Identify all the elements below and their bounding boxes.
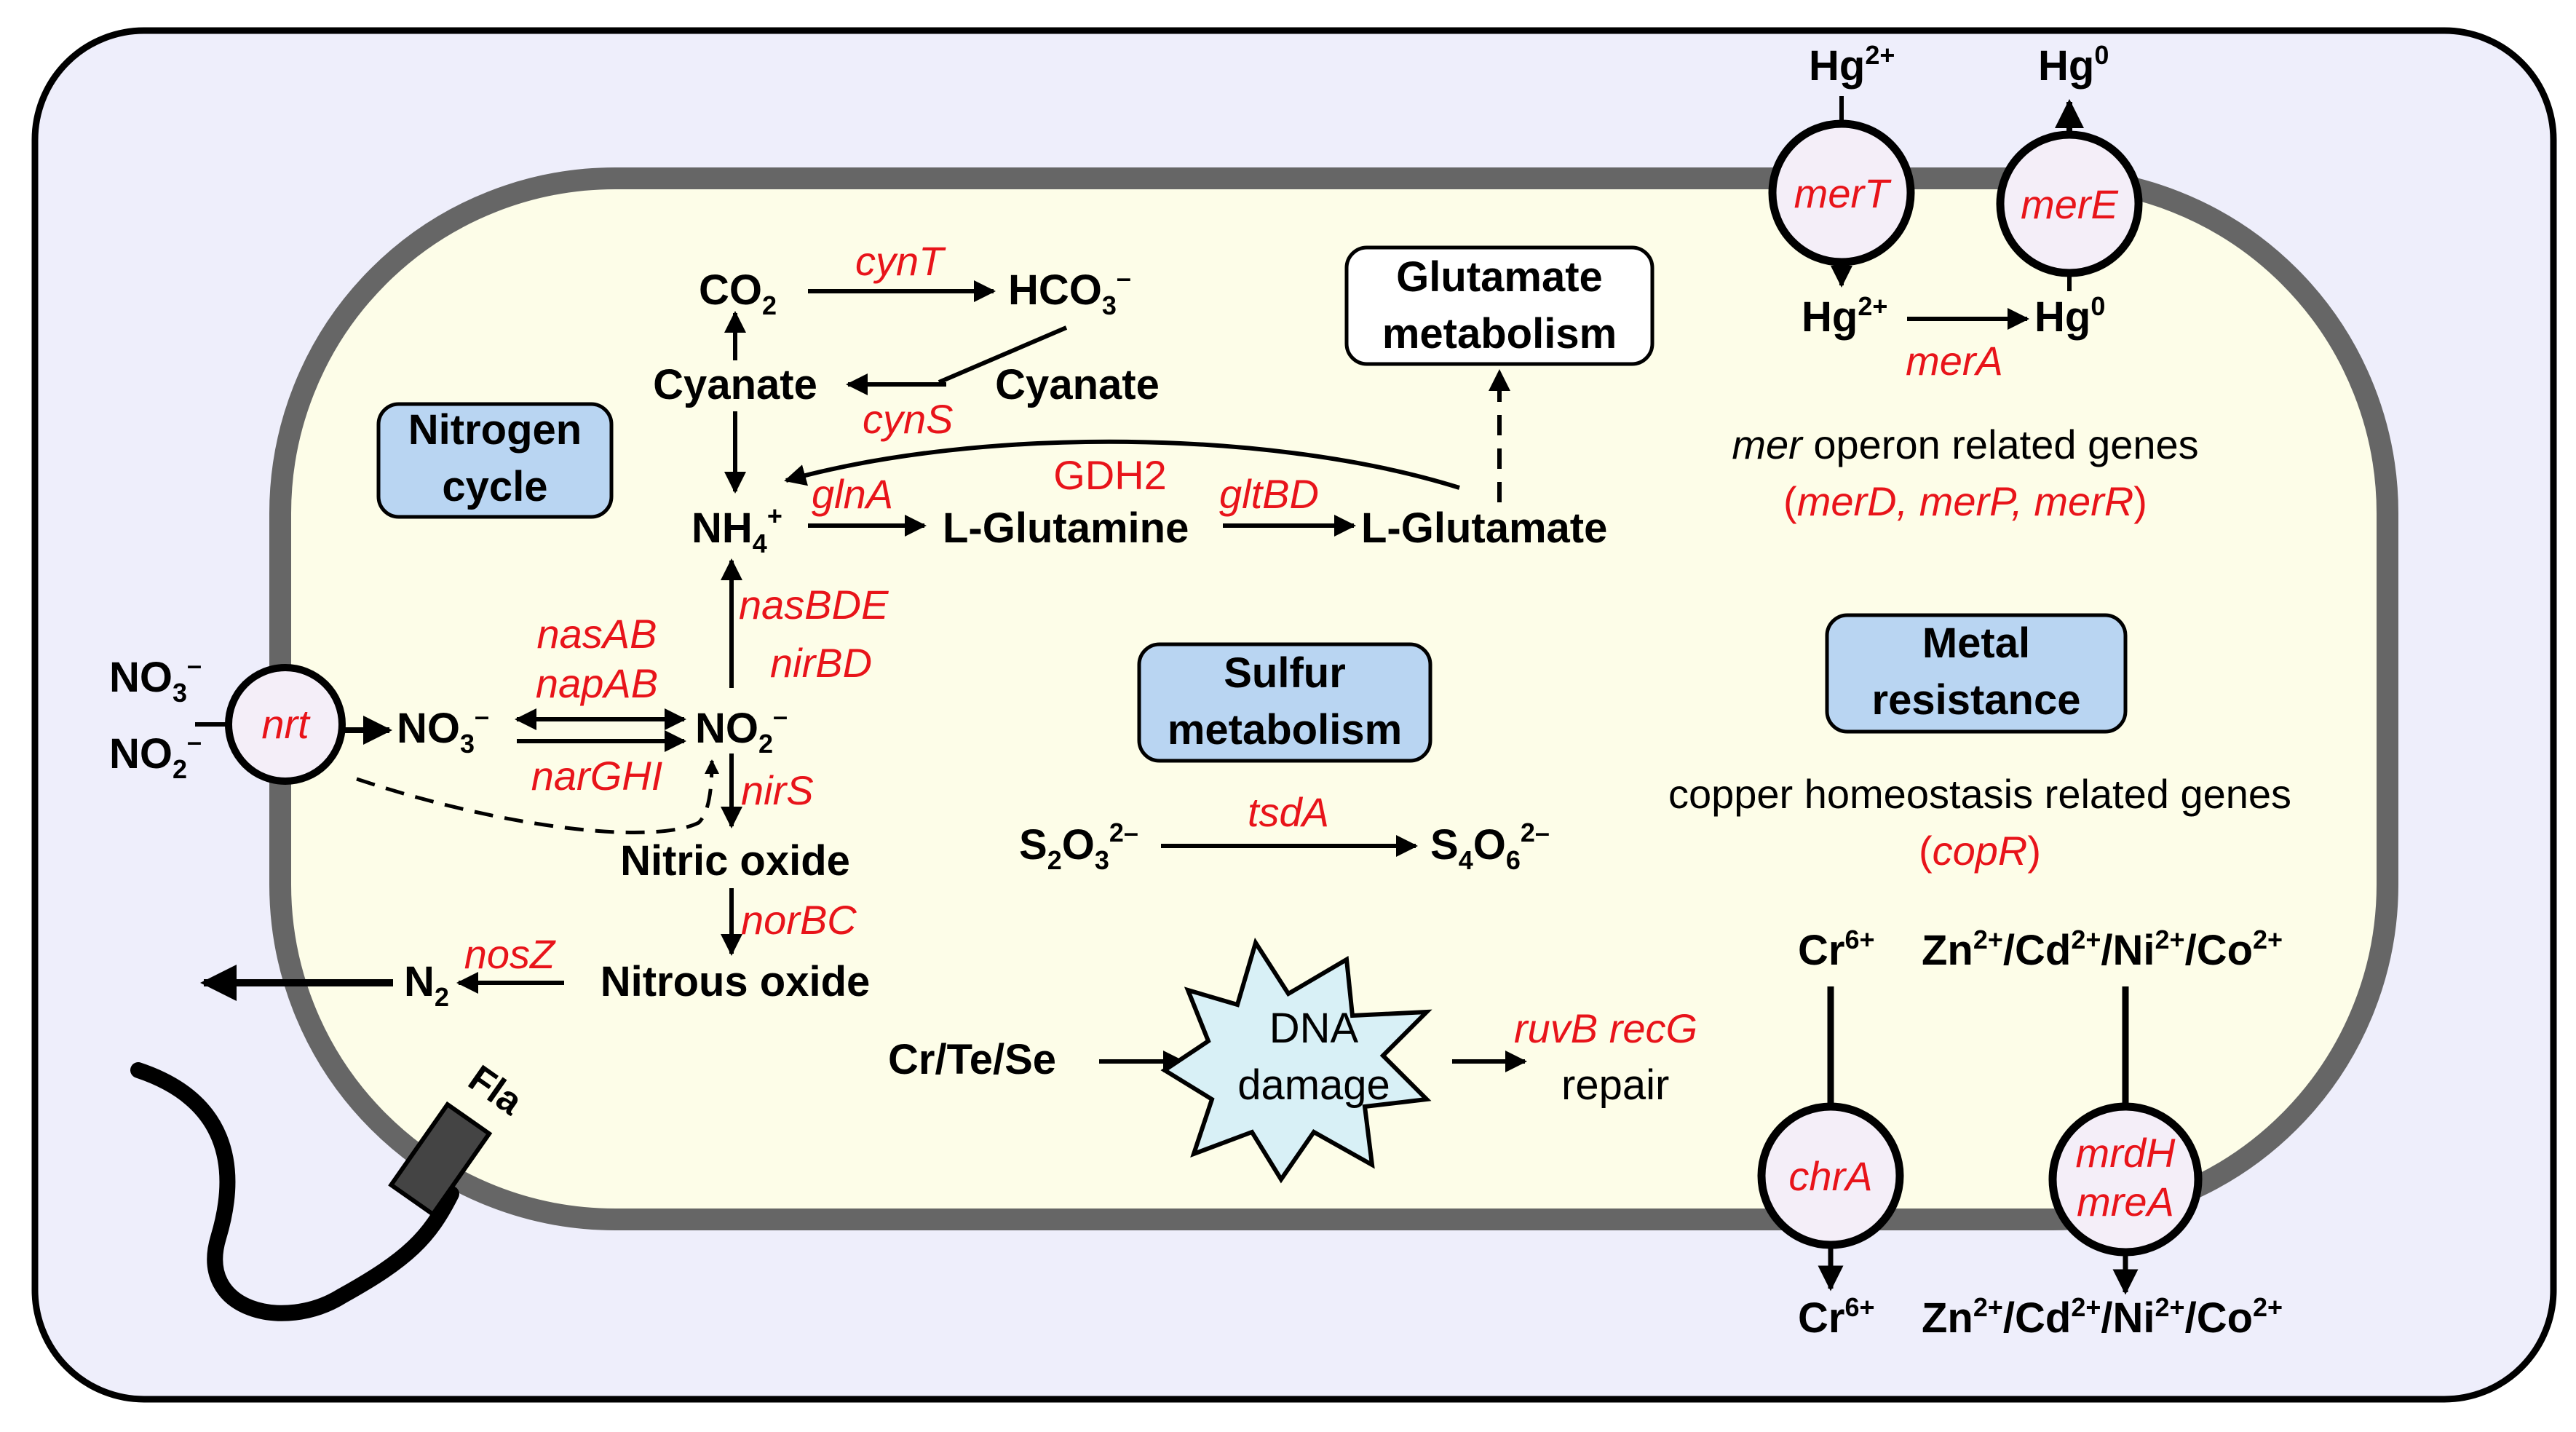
gene-narGHI: narGHI [531,753,663,799]
gene-merT: merT [1794,170,1892,216]
gene-norBC: norBC [741,897,857,943]
category-glutamate-metabolism: Glutamate metabolism [1344,245,1654,366]
l-glutamine-label: L-Glutamine [943,505,1189,552]
gene-ruvB-recG: ruvB recG [1514,1005,1697,1051]
gene-mrdH: mrdH [2076,1130,2176,1176]
category-metal-resistance: Metal resistance [1825,613,2128,734]
gene-nosZ: nosZ [464,931,556,977]
category-nitrogen-cycle: Nitrogen cycle [376,402,614,519]
cr6-external-label: Cr6+ [1798,1292,1875,1342]
gene-gltBD: gltBD [1219,471,1319,517]
divalent-metals-internal-label: Zn2+/Cd2+/Ni2+/Co2+ [1922,925,2283,974]
no2-internal-label: NO2– [695,701,788,759]
category-line-1: Sulfur [1224,649,1346,697]
gene-glnA: glnA [812,471,893,517]
repair-label: repair [1561,1061,1669,1109]
gene-napAB: napAB [536,660,658,706]
dna-damage-line-1: DNA [1269,1005,1359,1052]
category-box [1344,245,1654,366]
nh4-label: NH4+ [691,501,782,558]
copper-homeostasis-gene: (copR) [1919,828,2041,874]
gene-merE: merE [2021,181,2118,227]
nitrous-oxide-label: Nitrous oxide [601,958,871,1005]
no3-internal-label: NO3– [397,701,489,759]
hg2-external-label: Hg2+ [1809,40,1895,90]
category-line-2: cycle [442,463,547,510]
gene-merA: merA [1906,338,2003,384]
category-box [1825,613,2128,734]
hco3-label: HCO3– [1008,263,1131,320]
dna-damage-burst [1160,937,1432,1184]
merE-transporter: merE [1996,130,2143,277]
gene-nirBD: nirBD [770,640,872,686]
nitric-oxide-label: Nitric oxide [620,837,850,885]
cyanate-right-label: Cyanate [995,361,1160,408]
no3-external-label: NO3– [109,650,202,708]
flagellum-motor [388,1101,493,1217]
l-glutamate-label: L-Glutamate [1361,505,1607,552]
copper-homeostasis-label: copper homeostasis related genes [1668,771,2291,817]
category-line-1: Metal [1922,620,2030,667]
category-line-2: metabolism [1382,310,1617,357]
cyanate-left-label: Cyanate [653,361,817,408]
mer-operon-genes: (merD, merP, merR) [1783,478,2147,524]
co2-label: CO2 [699,266,777,320]
hg0-external-label: Hg0 [2038,40,2109,90]
gene-chrA: chrA [1788,1153,1872,1199]
gene-nasAB: nasAB [537,611,657,657]
hg0-internal-label: Hg0 [2034,291,2105,341]
dna-damage-line-2: damage [1237,1061,1390,1109]
category-box [376,402,614,519]
category-box [1137,642,1432,763]
arrow-cyanate-to-hco3 [938,325,1068,384]
category-line-1: Nitrogen [408,406,582,454]
n2-label: N2 [404,958,449,1012]
gene-nasBDE: nasBDE [739,582,889,628]
gene-cynS: cynS [863,396,954,442]
gene-tsdA: tsdA [1248,789,1329,835]
gene-cynT: cynT [855,238,946,284]
gene-nrt: nrt [261,701,311,747]
hg2-internal-label: Hg2+ [1802,291,1887,341]
category-line-2: metabolism [1168,706,1402,753]
chrA-transporter: chrA [1757,1102,1904,1249]
flagellum-filament [130,1062,459,1321]
s2o3-label: S2O32– [1019,818,1138,875]
merT-transporter: merT [1768,119,1915,266]
mer-operon-label: mer operon related genes [1732,422,2198,467]
nrt-transporter: nrt [225,664,346,785]
dna-damage-input-label: Cr/Te/Se [888,1036,1056,1083]
category-sulfur-metabolism: Sulfur metabolism [1137,642,1432,763]
arrow-glutamate-to-nh4-gdh2 [784,439,1460,490]
s4o6-label: S4O62– [1430,818,1550,875]
gene-nirS: nirS [741,767,814,813]
gene-mreA: mreA [2077,1179,2174,1225]
category-line-2: resistance [1872,676,2081,724]
category-line-1: Glutamate [1396,253,1603,301]
cr6-internal-label: Cr6+ [1798,925,1875,974]
divalent-metals-external-label: Zn2+/Cd2+/Ni2+/Co2+ [1922,1292,2283,1342]
mrdH-mreA-transporter: mrdH mreA [2048,1102,2203,1257]
no2-external-label: NO2– [109,727,202,784]
arrow-nitric-oxide-feedback [356,759,719,834]
gene-GDH2: GDH2 [1053,452,1167,498]
